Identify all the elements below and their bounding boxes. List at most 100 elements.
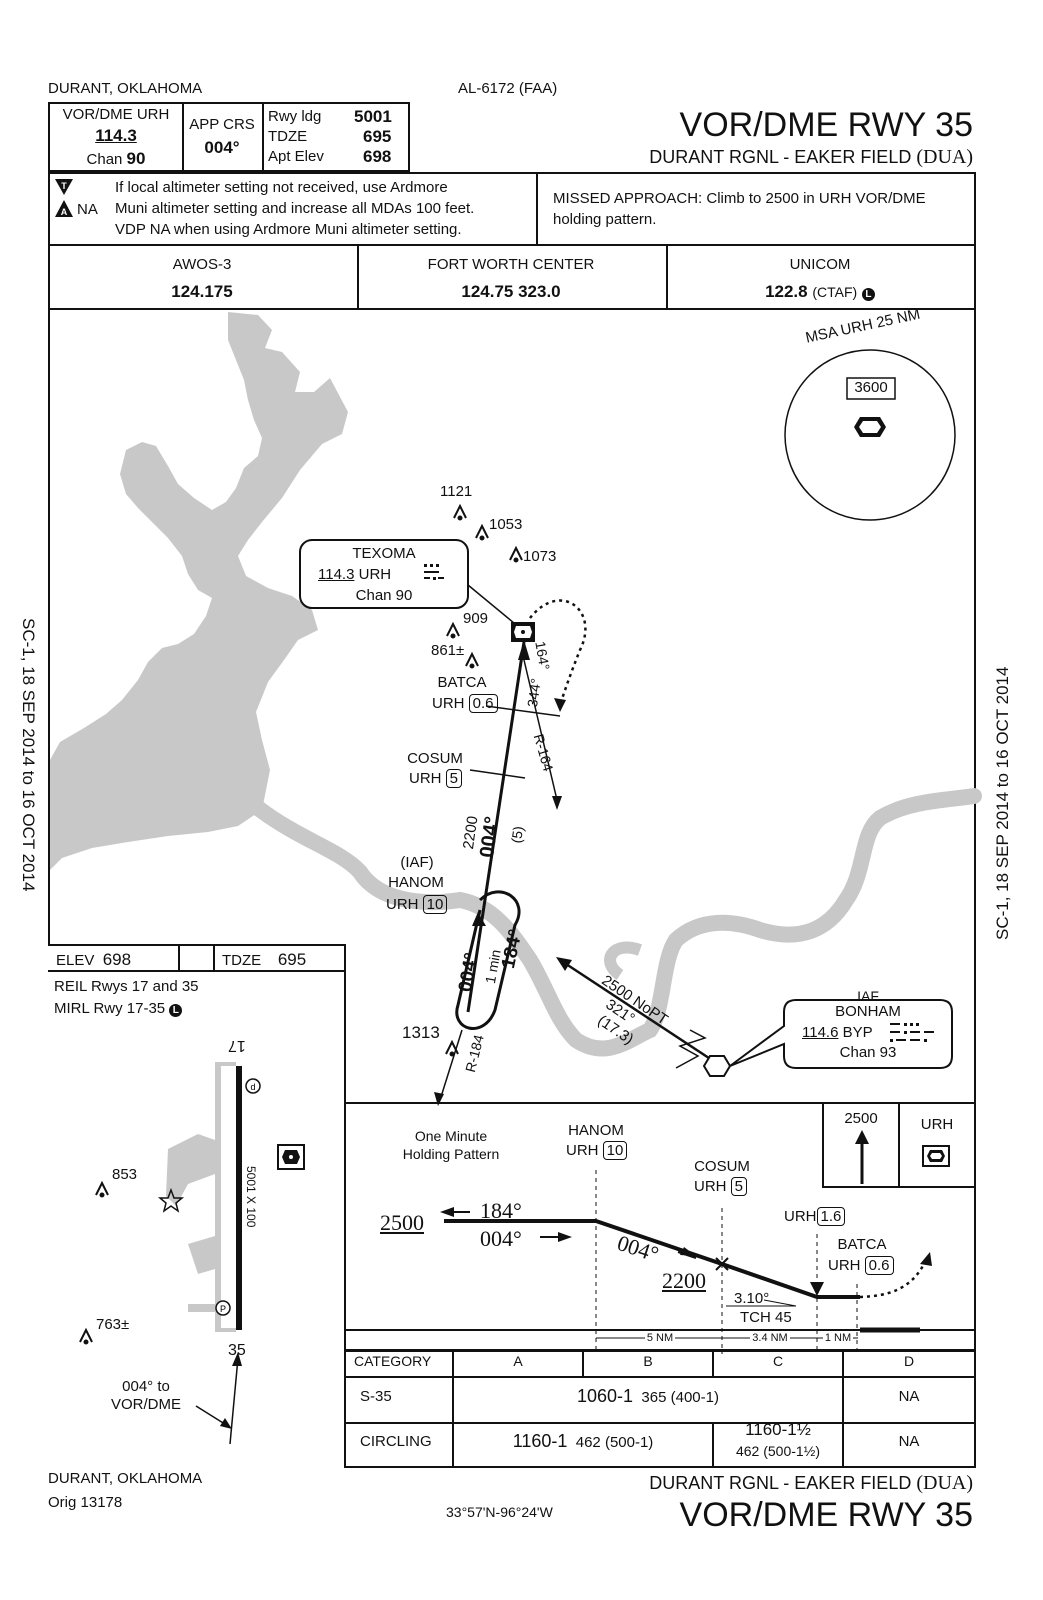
texoma-chan: Chan 90	[355, 587, 413, 604]
apt-elev: 698	[363, 147, 392, 166]
effective-date-right: SC-1, 18 SEP 2014 to 16 OCT 2014	[993, 666, 1012, 940]
nav-freq: 114.3	[95, 126, 137, 145]
footer-title: VOR/DME RWY 35	[679, 1496, 973, 1534]
texoma-freq: 114.3 URH	[318, 566, 392, 583]
minimums-s35-d: NA	[898, 1388, 920, 1405]
alternate-minimums-icon: T	[55, 179, 73, 195]
note-line-1: If local altimeter setting not received,…	[115, 179, 448, 196]
pilot-controlled-lighting-icon: L	[861, 288, 875, 301]
profile-dist-1nm: 1 NM	[822, 1332, 854, 1344]
bonham-name: BONHAM	[835, 1003, 901, 1020]
profile-dist-34nm: 3.4 NM	[750, 1332, 790, 1344]
bonham-chan: Chan 93	[839, 1044, 897, 1061]
rwy-ldg: 5001	[354, 107, 392, 126]
bonham-freq: 114.6 BYP	[802, 1024, 873, 1041]
cosum-dme: URH 5	[409, 769, 463, 788]
minimums-header-a: A	[513, 1353, 523, 1369]
diagram-obstacle-853: 853	[112, 1166, 138, 1183]
obstacle-909: 909	[463, 610, 489, 627]
msa-altitude: 3600	[854, 379, 888, 396]
procedure-title: VOR/DME RWY 35	[679, 106, 973, 144]
profile-batca-dme: URH 0.6	[828, 1256, 894, 1275]
comm-awos-freq: 124.175	[171, 282, 233, 301]
comms-strip	[48, 244, 976, 310]
footer-coords: 33°57'N-96°24'W	[446, 1504, 553, 1520]
obstacle-symbols	[445, 503, 523, 1057]
app-crs: 004°	[204, 138, 240, 157]
minimums-header-category: CATEGORY	[354, 1353, 432, 1369]
missed-approach-line-1: MISSED APPROACH: Climb to 2500 in URH VO…	[553, 190, 926, 207]
nav-chan: Chan 90	[86, 149, 146, 168]
profile-cosum: COSUM	[694, 1158, 750, 1175]
profile-alt-2500: 2500	[380, 1210, 424, 1235]
comm-awos-name: AWOS-3	[172, 256, 232, 273]
tdze: 695	[363, 127, 392, 146]
msa-circle	[784, 349, 956, 521]
minimums-table	[344, 1350, 976, 1468]
segment-distance: (5)	[508, 825, 527, 845]
profile-hanom: HANOM	[568, 1122, 624, 1139]
msa-vor-symbol	[854, 417, 886, 437]
plan-view-frame	[48, 308, 976, 1468]
briefing-strip	[48, 102, 410, 172]
missed-approach-icons	[822, 1104, 974, 1188]
profile-tch: TCH 45	[740, 1309, 792, 1326]
footer-airport: DURANT RGNL - EAKER FIELD (DUA)	[649, 1472, 973, 1494]
app-crs-label: APP CRS	[189, 116, 255, 133]
batca-dme: URH 0.6	[432, 694, 498, 713]
course-note-1: 004° to	[122, 1378, 170, 1395]
missed-approach-line-2: holding pattern.	[553, 211, 657, 228]
comm-center-name: FORT WORTH CENTER	[427, 256, 595, 273]
profile-hanom-dme: URH 10	[566, 1141, 628, 1160]
batca-fix: BATCA	[437, 674, 487, 691]
cosum-fix: COSUM	[407, 750, 463, 767]
bonham-morse-icon	[890, 1023, 934, 1042]
header-location: DURANT, OKLAHOMA	[48, 80, 203, 97]
lighting-mirl: MIRL Rwy 17-35 L	[54, 1000, 183, 1017]
profile-top-border	[344, 1102, 976, 1104]
course-note-2: VOR/DME	[110, 1396, 181, 1413]
hanom-dme: URH 10	[386, 895, 448, 914]
profile-batca: BATCA	[837, 1236, 887, 1253]
note-line-2: Muni altimeter setting and increase all …	[115, 200, 475, 217]
obstacle-1121: 1121	[440, 483, 473, 500]
texoma-name: TEXOMA	[352, 545, 416, 562]
effective-date-left: SC-1, 18 SEP 2014 to 16 OCT 2014	[19, 618, 38, 892]
lake-texoma	[50, 312, 348, 870]
missed-alt: 2500	[844, 1110, 878, 1127]
profile-alt-2200: 2200	[662, 1268, 706, 1293]
holding-label-2: Holding Pattern	[402, 1146, 500, 1162]
texoma-vortac-symbol	[511, 622, 535, 642]
svg-text:A: A	[61, 207, 68, 217]
diagram-elev: ELEV 698	[56, 950, 132, 969]
missed-fix: URH	[920, 1116, 954, 1133]
obstacle-1313: 1313	[402, 1023, 440, 1042]
texoma-morse-icon	[424, 564, 444, 580]
airport-diagram-graphic: d P	[79, 1062, 305, 1445]
pilot-controlled-lighting-icon: L	[169, 1004, 183, 1017]
minimums-header-c: C	[772, 1353, 784, 1369]
svg-text:d: d	[250, 1082, 255, 1092]
texoma-callout	[299, 539, 469, 609]
minimums-circling-label: CIRCLING	[360, 1433, 432, 1450]
svg-text:T: T	[61, 181, 67, 191]
minimums-header-b: B	[643, 1353, 653, 1369]
minimums-s35-abc: 1060-1 365 (400-1)	[577, 1386, 719, 1406]
hanom-iaf: (IAF)	[400, 854, 434, 871]
red-river	[250, 788, 982, 1057]
apt-elev-label: Apt Elev	[268, 148, 324, 165]
profile-graphic	[344, 1170, 976, 1354]
minimums-circling-d: NA	[898, 1433, 920, 1450]
diagram-tdze: TDZE 695	[222, 950, 307, 969]
airport-diagram	[48, 944, 346, 1468]
note-line-3: VDP NA when using Ardmore Muni altimeter…	[115, 221, 462, 238]
tdze-label: TDZE	[268, 128, 308, 145]
climb-arrow-icon	[855, 1130, 869, 1184]
profile-crs-184: 184°	[480, 1198, 522, 1223]
profile-cosum-dme: URH 5	[694, 1177, 748, 1196]
profile-crs-004-hold: 004°	[480, 1226, 522, 1251]
runway-35-label: 35	[228, 1342, 246, 1359]
profile-glideslope: 3.10°	[734, 1290, 770, 1307]
